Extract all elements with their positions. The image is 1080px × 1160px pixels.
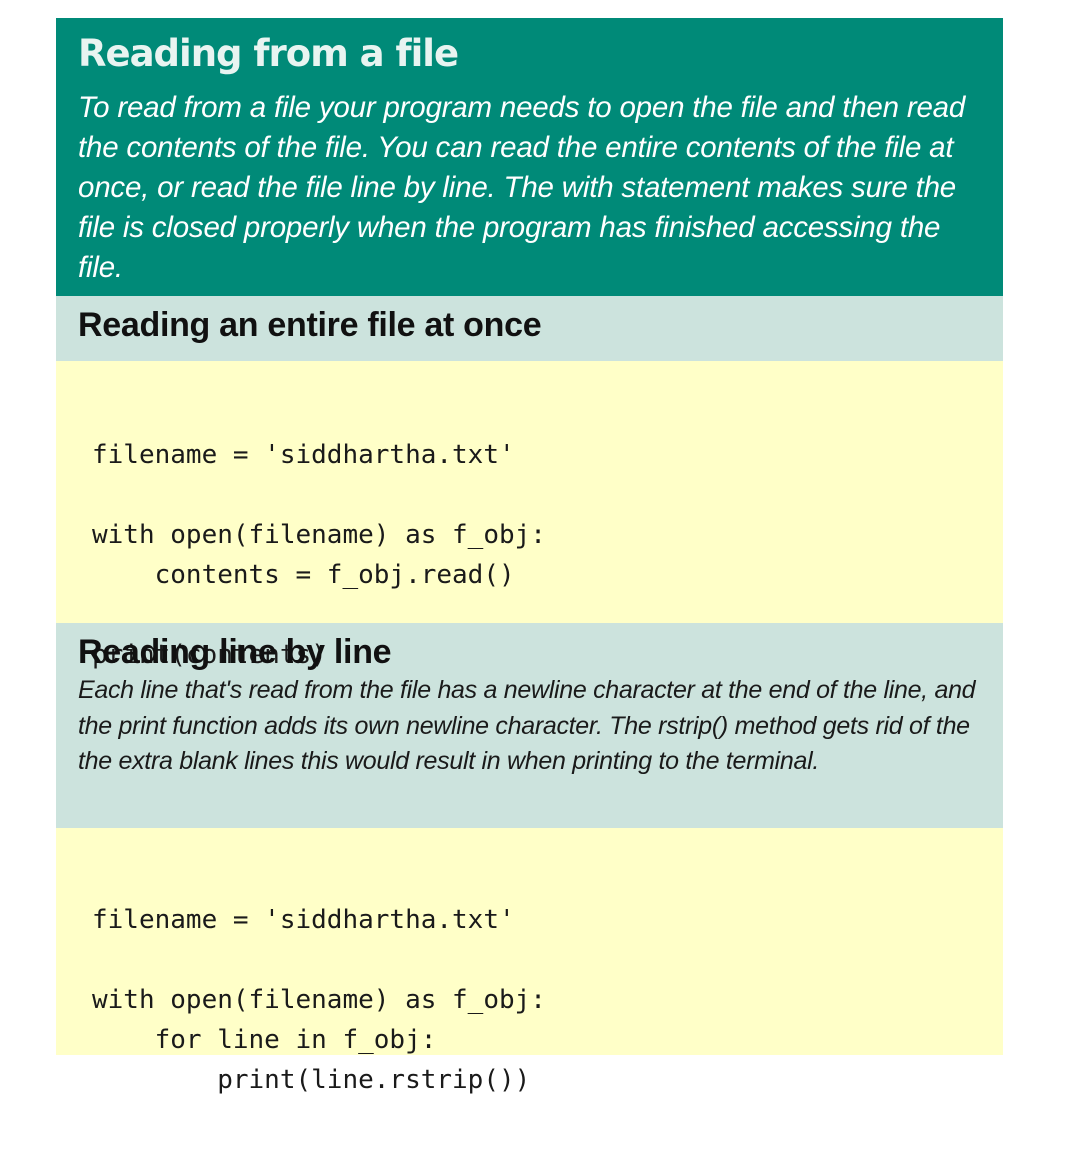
section-line-by-line-description: Each line that's read from the file has … <box>78 676 976 775</box>
section-line-by-line-title: Reading line by line <box>78 633 392 671</box>
code-line: contents = f_obj.read() <box>92 560 515 590</box>
reading-from-file-card: Reading from a file To read from a file … <box>56 18 1003 1095</box>
code-line: with open(filename) as f_obj: <box>92 985 546 1015</box>
section-line-by-line-header: Reading line by line Each line that's re… <box>56 623 1003 828</box>
code-line: filename = 'siddhartha.txt' <box>92 905 515 935</box>
code-line <box>92 940 1003 980</box>
code-block-line-by-line: filename = 'siddhartha.txt' with open(fil… <box>56 828 1003 1095</box>
card-title: Reading from a file <box>78 32 459 75</box>
code-line: for line in f_obj: <box>92 1025 437 1055</box>
code-block-entire-file: filename = 'siddhartha.txt' with open(fil… <box>56 361 1003 670</box>
code-line <box>92 475 1003 515</box>
section-entire-file-header: Reading an entire file at once <box>56 296 1003 361</box>
code-line: filename = 'siddhartha.txt' <box>92 440 515 470</box>
section-entire-file-title: Reading an entire file at once <box>78 306 542 344</box>
code-line: print(line.rstrip()) <box>92 1065 531 1095</box>
code-line: print(contents) <box>92 640 327 670</box>
card-intro-text: To read from a file your program needs t… <box>78 91 966 284</box>
code-line: with open(filename) as f_obj: <box>92 520 546 550</box>
card-header: Reading from a file To read from a file … <box>56 18 1003 296</box>
